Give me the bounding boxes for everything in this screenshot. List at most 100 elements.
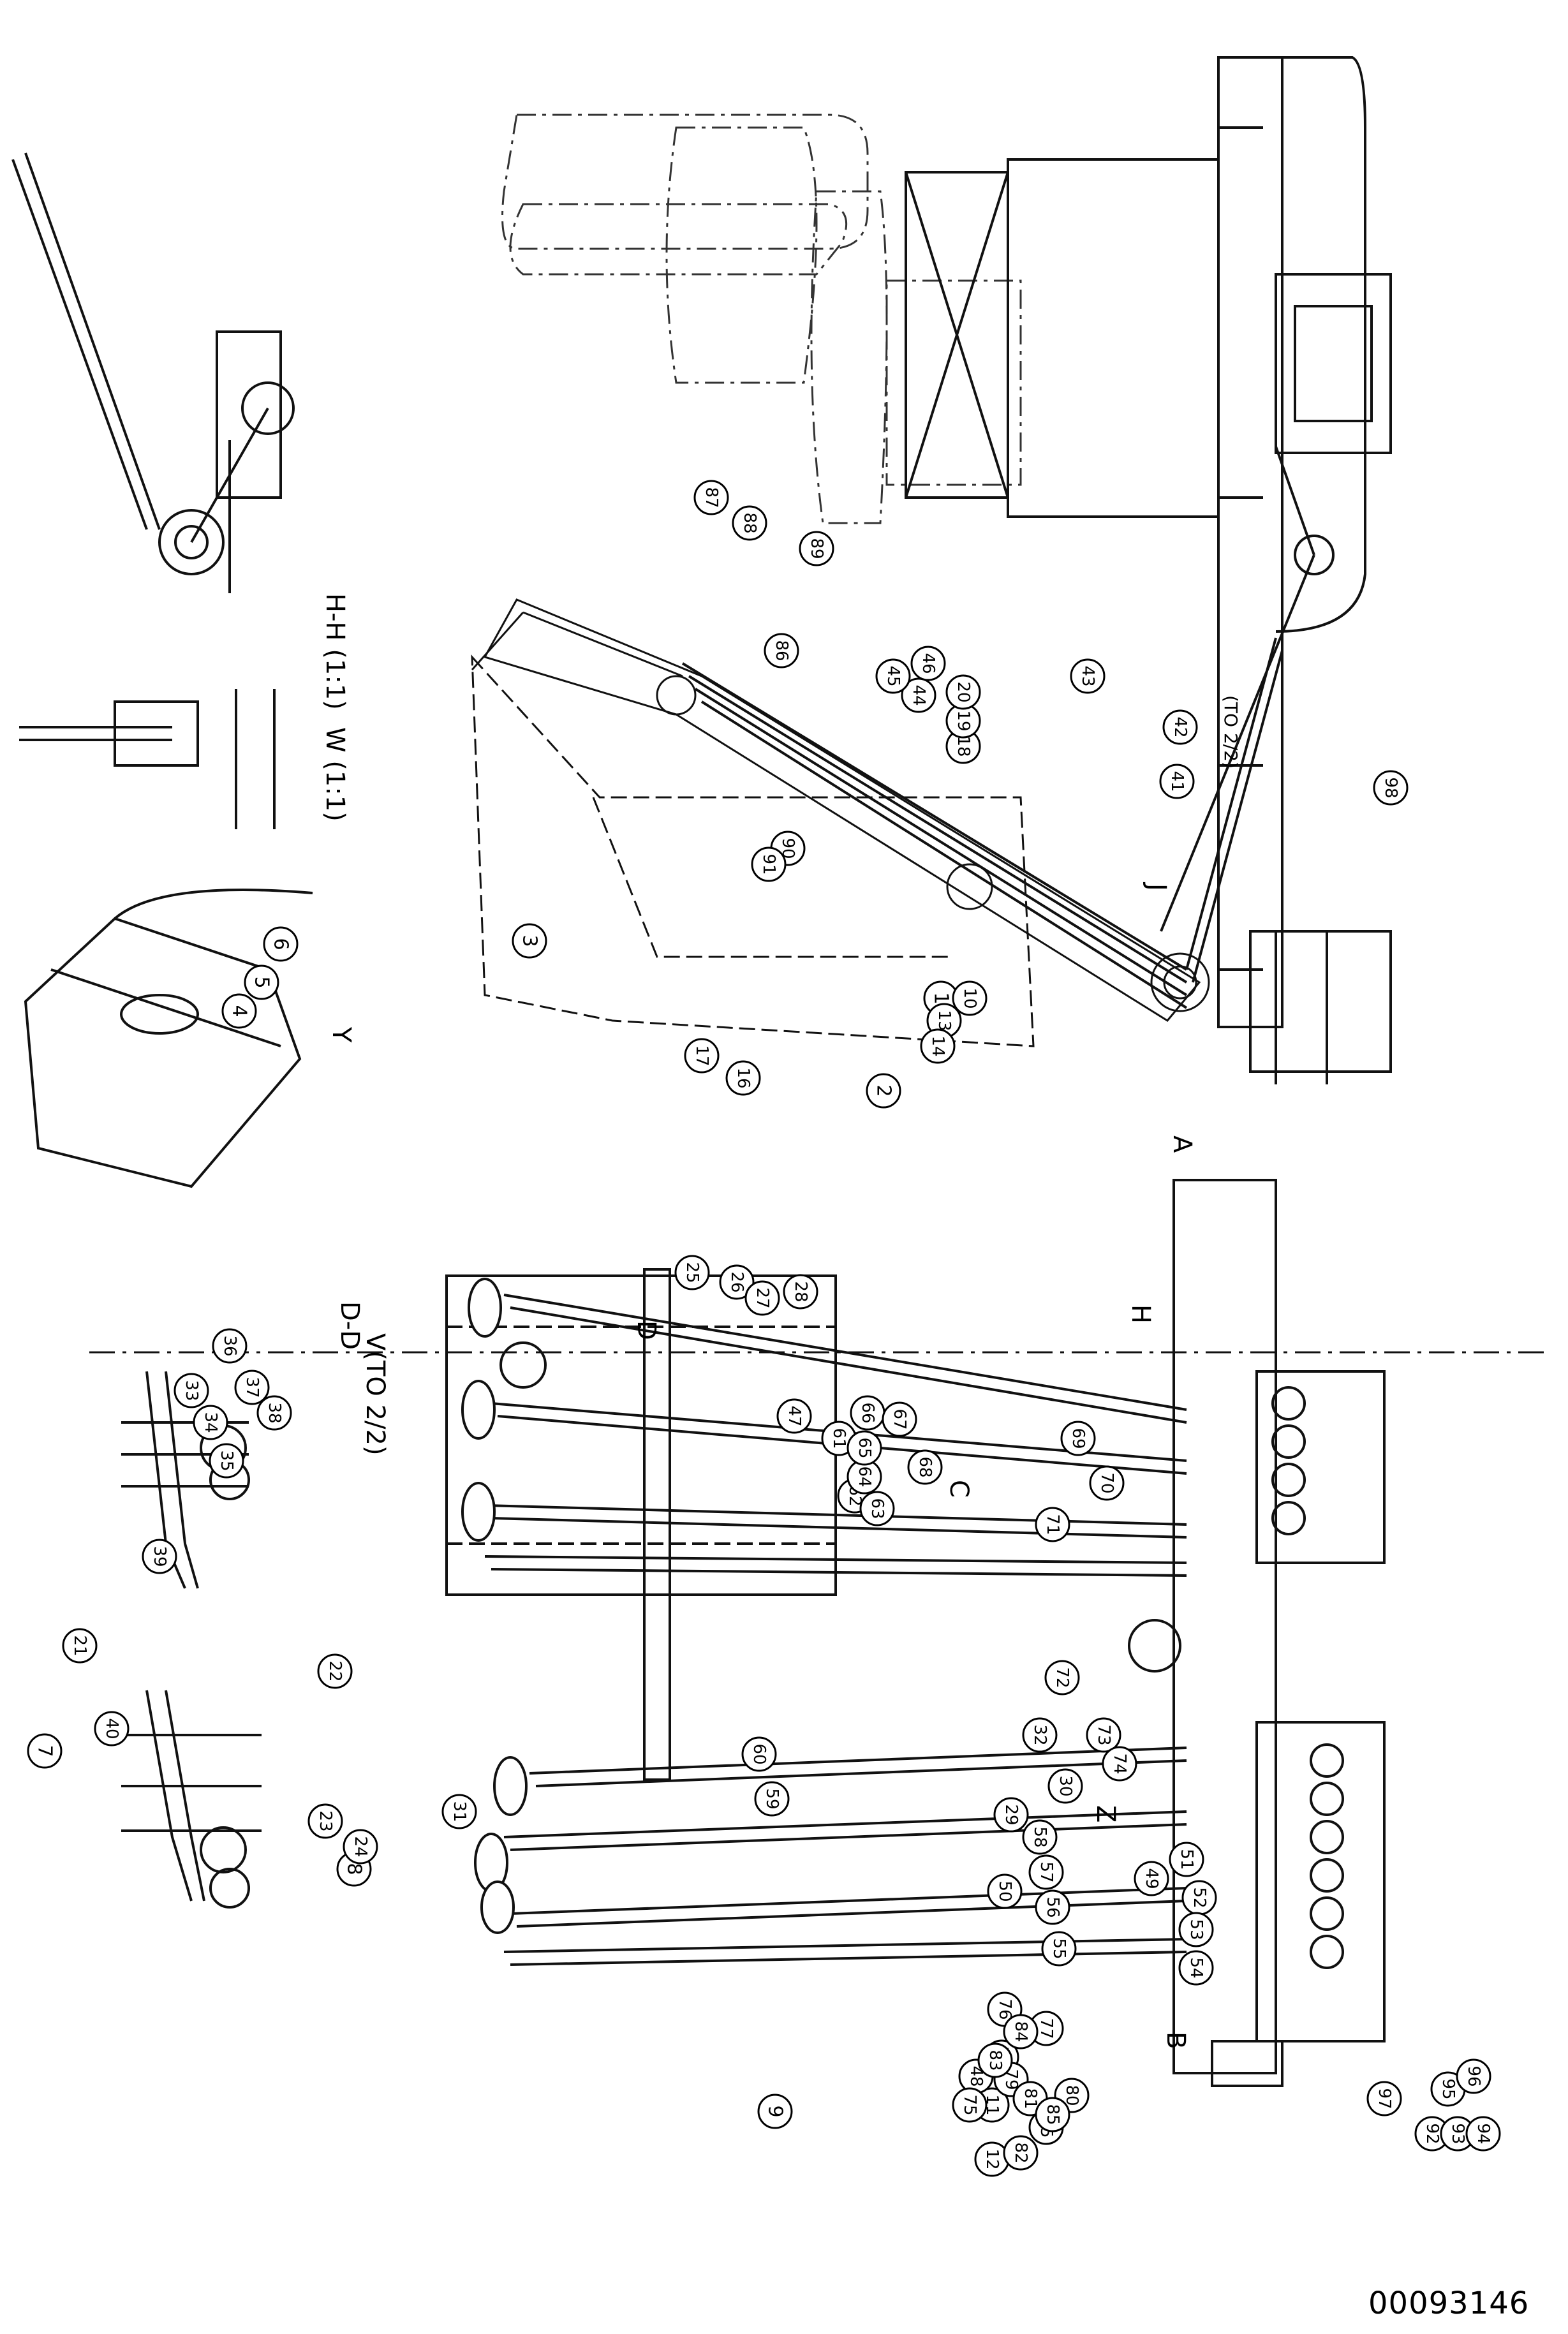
callout-26: 26 [719, 1264, 755, 1300]
callout-10: 10 [952, 980, 987, 1016]
callout-circle [1047, 1768, 1083, 1804]
callout-circle [754, 1781, 790, 1817]
callout-number: 97 [1375, 2088, 1394, 2109]
callout-number: 41 [1167, 771, 1187, 792]
callout-number: 74 [1110, 1753, 1129, 1774]
callout-circle [1366, 2081, 1402, 2116]
callout-number: 22 [325, 1660, 344, 1681]
callout-number: 47 [785, 1405, 804, 1426]
callout-82: 82 [1003, 2135, 1039, 2171]
callout-number: 21 [70, 1635, 89, 1656]
callout-circle [866, 1073, 901, 1109]
callout-circle [744, 1280, 780, 1316]
callout-60: 60 [741, 1736, 777, 1772]
callout-17: 17 [684, 1038, 720, 1074]
callout-circle [1456, 2058, 1491, 2094]
callout-number: 91 [759, 853, 778, 875]
callout-number: 93 [1448, 2123, 1467, 2144]
callout-20: 20 [945, 674, 981, 710]
callout-number: 25 [683, 1262, 702, 1283]
callout-number: 87 [702, 487, 721, 508]
callout-circle [1022, 1717, 1058, 1753]
callout-circle [1162, 709, 1198, 745]
callout-circle [952, 2087, 987, 2123]
marker-labels: A B C D H J Z [632, 882, 1197, 2049]
callout-number: 16 [734, 1067, 753, 1088]
callout-number: 38 [265, 1402, 284, 1423]
marker-a: A [1167, 1135, 1197, 1153]
callout-circle [1035, 1507, 1070, 1542]
callout-number: 83 [986, 2050, 1005, 2071]
callout-number: 50 [995, 1880, 1014, 1902]
callout-5: 5 [244, 964, 279, 1000]
callout-number: 54 [1187, 1957, 1206, 1978]
callout-41: 41 [1159, 764, 1195, 799]
marker-b: B [1161, 2032, 1190, 2049]
marker-d: D [632, 1320, 661, 1340]
lower-levers [474, 1747, 1187, 1966]
callout-circle [1086, 1717, 1121, 1753]
callout-47: 47 [776, 1398, 812, 1434]
callout-57: 57 [1028, 1854, 1064, 1890]
callout-number: 4 [228, 1005, 251, 1017]
callout-circle [1465, 2116, 1501, 2152]
callout-number: 29 [1002, 1804, 1021, 1825]
callout-65: 65 [847, 1430, 882, 1466]
callout-98: 98 [1373, 770, 1409, 806]
callout-80: 80 [1054, 2078, 1090, 2113]
callout-circle [307, 1803, 343, 1839]
callout-94: 94 [1465, 2116, 1501, 2152]
callout-34: 34 [193, 1405, 228, 1440]
callout-50: 50 [987, 1873, 1023, 1909]
callout-96: 96 [1456, 2058, 1491, 2094]
callout-circle [1159, 764, 1195, 799]
callout-32: 32 [1022, 1717, 1058, 1753]
callout-circle [875, 658, 911, 694]
callout-number: 37 [242, 1377, 262, 1398]
callout-circle [193, 1405, 228, 1440]
callout-number: 71 [1043, 1514, 1062, 1535]
callout-circle [62, 1628, 98, 1664]
callout-circle [920, 1028, 956, 1064]
callout-89: 89 [799, 531, 834, 566]
callout-21: 21 [62, 1628, 98, 1664]
callout-number: 85 [1043, 2104, 1062, 2125]
callout-91: 91 [751, 846, 787, 882]
callout-circle [741, 1736, 777, 1772]
callout-28: 28 [783, 1274, 818, 1310]
callout-54: 54 [1178, 1950, 1214, 1986]
detail-7 [121, 1690, 262, 1909]
callout-number: 1 [930, 992, 952, 1004]
callout-circle [263, 926, 299, 962]
callout-number: 49 [1142, 1868, 1161, 1889]
callout-number: 10 [960, 987, 979, 1008]
callout-97: 97 [1366, 2081, 1402, 2116]
callout-circle [512, 923, 547, 959]
callout-circle [945, 674, 981, 710]
callout-circle [1044, 1660, 1080, 1695]
valve-block-lower-right [1249, 930, 1392, 1084]
callout-circle [1003, 2135, 1039, 2171]
callout-number: 3 [519, 934, 541, 947]
callout-83: 83 [977, 2042, 1013, 2078]
callout-number: 96 [1464, 2065, 1483, 2087]
marker-z: Z [1091, 1805, 1120, 1822]
callout-circle [901, 677, 936, 713]
callout-number: 88 [740, 512, 759, 533]
callout-circle [859, 1491, 895, 1526]
callout-number: 57 [1037, 1861, 1056, 1882]
callout-52: 52 [1181, 1880, 1217, 1916]
callout-29: 29 [993, 1797, 1029, 1833]
callout-circle [1041, 1931, 1077, 1967]
callout-number: 75 [960, 2094, 979, 2115]
callout-circle [799, 531, 834, 566]
center-console-box [445, 1274, 1181, 1673]
callout-number: 89 [807, 538, 826, 559]
callout-number: 80 [1062, 2085, 1081, 2106]
callout-circle [1035, 1889, 1070, 1925]
callout-circle [209, 1443, 244, 1479]
marker-c: C [944, 1480, 973, 1498]
callout-number: 77 [1037, 2018, 1056, 2039]
callout-number: 52 [1190, 1887, 1209, 1908]
